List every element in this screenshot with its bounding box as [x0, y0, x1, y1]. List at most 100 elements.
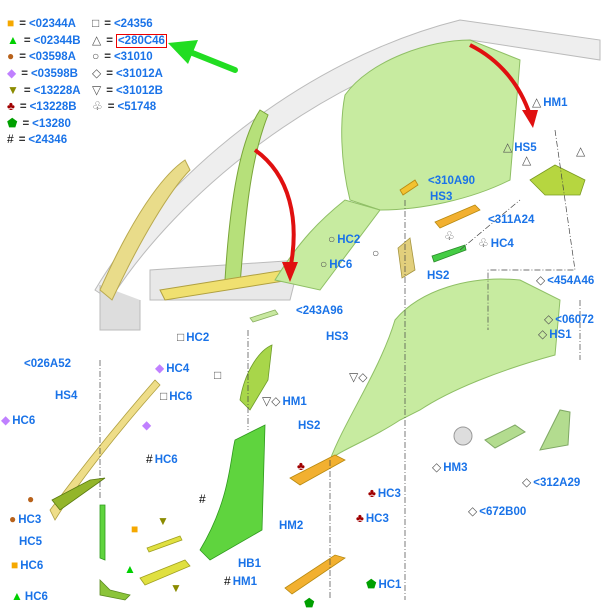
- callout-label[interactable]: HM1: [282, 396, 307, 408]
- part-callout[interactable]: ♧HC4: [478, 236, 514, 251]
- part-callout[interactable]: ○HC2: [328, 232, 360, 247]
- callout-label[interactable]: HM3: [443, 462, 468, 474]
- part-callout[interactable]: HS3: [430, 190, 452, 204]
- club-open-icon: ♧: [92, 99, 103, 113]
- callout-label[interactable]: HC5: [19, 536, 43, 548]
- callout-label[interactable]: <312A29: [533, 477, 581, 489]
- callout-label[interactable]: HC4: [166, 363, 190, 375]
- part-callout[interactable]: HS2: [427, 269, 449, 283]
- equals-sign: =: [23, 35, 31, 47]
- legend-item: ●=<03598A: [7, 49, 76, 64]
- callout-label[interactable]: HC3: [377, 488, 401, 500]
- callout-label[interactable]: HC2: [186, 332, 210, 344]
- callout-label[interactable]: HC3: [18, 514, 42, 526]
- callout-label[interactable]: HS1: [549, 329, 572, 341]
- part-callout: ▲: [124, 562, 138, 577]
- part-callout[interactable]: HB1: [238, 557, 261, 571]
- part-callout[interactable]: ▲HC6: [11, 589, 48, 604]
- club-red-icon: ♣: [368, 486, 376, 500]
- callout-label[interactable]: HC4: [490, 238, 514, 250]
- legend-part-link[interactable]: <02344B: [33, 35, 81, 47]
- legend-part-link[interactable]: <31010: [113, 51, 153, 63]
- callout-label[interactable]: HS3: [326, 331, 349, 343]
- legend-part-link[interactable]: <51748: [117, 101, 157, 113]
- callout-label[interactable]: HC6: [154, 454, 178, 466]
- pentagon-green-icon: ⬟: [7, 116, 18, 130]
- part-callout[interactable]: <311A24: [488, 213, 534, 227]
- part-callout[interactable]: ◇HS1: [538, 327, 572, 342]
- equals-sign: =: [19, 51, 26, 63]
- callout-label[interactable]: HC6: [20, 560, 44, 572]
- part-callout[interactable]: <026A52: [24, 357, 71, 371]
- callout-label[interactable]: HC2: [337, 234, 361, 246]
- part-callout[interactable]: ○HC6: [320, 257, 352, 272]
- callout-label[interactable]: HM2: [279, 520, 304, 532]
- part-callout[interactable]: ●HC3: [9, 512, 41, 527]
- legend-part-link[interactable]: <03598B: [30, 68, 78, 80]
- part-callout[interactable]: #HM1: [224, 574, 257, 589]
- callout-label[interactable]: <026A52: [24, 358, 71, 370]
- part-callout[interactable]: ◇HM3: [432, 460, 468, 475]
- legend-item: ♧=<51748: [92, 99, 156, 114]
- part-callout[interactable]: ▽◇HM1: [262, 394, 307, 409]
- legend-part-link[interactable]: <03598A: [28, 51, 76, 63]
- callout-label[interactable]: HB1: [238, 558, 262, 570]
- legend-part-link[interactable]: <13280: [32, 118, 71, 130]
- part-callout[interactable]: ♣HC3: [368, 486, 401, 501]
- callout-label[interactable]: <243A96: [296, 305, 343, 317]
- callout-label[interactable]: HC6: [12, 415, 36, 427]
- hash-icon: #: [199, 492, 206, 506]
- callout-label[interactable]: <311A24: [488, 214, 535, 226]
- part-callout[interactable]: □HC6: [160, 389, 192, 404]
- part-callout[interactable]: <310A90: [428, 174, 475, 188]
- callout-label[interactable]: HC3: [365, 513, 389, 525]
- callout-label[interactable]: <672B00: [479, 506, 527, 518]
- legend-part-link[interactable]: <24356: [113, 18, 153, 30]
- callout-label[interactable]: <310A90: [428, 175, 475, 187]
- callout-label[interactable]: <06072: [555, 314, 594, 326]
- part-callout[interactable]: ◇<672B00: [468, 504, 526, 519]
- callout-label[interactable]: HM1: [543, 97, 568, 109]
- part-callout[interactable]: HS4: [55, 389, 77, 403]
- callout-label[interactable]: HC1: [378, 579, 402, 591]
- part-callout[interactable]: △HM1: [532, 95, 568, 110]
- part-callout[interactable]: ◆HC4: [155, 361, 189, 376]
- legend-part-link[interactable]: <24346: [28, 134, 68, 146]
- part-callout[interactable]: ■HC6: [11, 558, 43, 573]
- callout-label[interactable]: HM1: [232, 576, 257, 588]
- tri-down-open-icon: ▽◇: [262, 394, 281, 408]
- pentagon-green-icon: ⬟: [304, 596, 315, 610]
- legend-part-link[interactable]: <31012B: [115, 85, 163, 97]
- legend-item: □=<24356: [92, 16, 153, 31]
- part-callout[interactable]: ♣HC3: [356, 511, 389, 526]
- callout-label[interactable]: HC6: [329, 259, 353, 271]
- part-callout[interactable]: ⬟HC1: [366, 577, 401, 592]
- part-callout[interactable]: <243A96: [296, 304, 343, 318]
- legend-part-link[interactable]: <31012A: [115, 68, 163, 80]
- part-callout[interactable]: #HC6: [146, 452, 178, 467]
- callout-label[interactable]: <454A46: [547, 275, 595, 287]
- callout-label[interactable]: HS3: [430, 191, 453, 203]
- callout-label[interactable]: HS2: [427, 270, 450, 282]
- legend-part-link[interactable]: <02344A: [28, 18, 76, 30]
- callout-label[interactable]: HS5: [514, 142, 537, 154]
- part-callout[interactable]: ◇<312A29: [522, 475, 580, 490]
- part-callout[interactable]: ◇<06072: [544, 312, 594, 327]
- part-callout[interactable]: HC5: [19, 535, 42, 549]
- callout-label[interactable]: HS4: [55, 390, 78, 402]
- callout-label[interactable]: HS2: [298, 420, 321, 432]
- part-callout[interactable]: ◆HC6: [1, 413, 35, 428]
- callout-label[interactable]: HC6: [169, 391, 193, 403]
- tri-down-olive-icon: ▼: [170, 581, 182, 595]
- part-callout[interactable]: ◇<454A46: [536, 273, 594, 288]
- legend-part-link[interactable]: <13228A: [33, 85, 81, 97]
- part-callout[interactable]: HM2: [279, 519, 303, 533]
- legend-part-link[interactable]: <280C46: [115, 34, 167, 48]
- part-callout[interactable]: HS3: [326, 330, 348, 344]
- club-open-icon: ♧: [444, 229, 455, 243]
- part-callout[interactable]: HS2: [298, 419, 320, 433]
- part-callout[interactable]: △HS5: [503, 140, 537, 155]
- callout-label[interactable]: HC6: [24, 591, 48, 603]
- legend-part-link[interactable]: <13228B: [29, 101, 77, 113]
- part-callout[interactable]: □HC2: [177, 330, 209, 345]
